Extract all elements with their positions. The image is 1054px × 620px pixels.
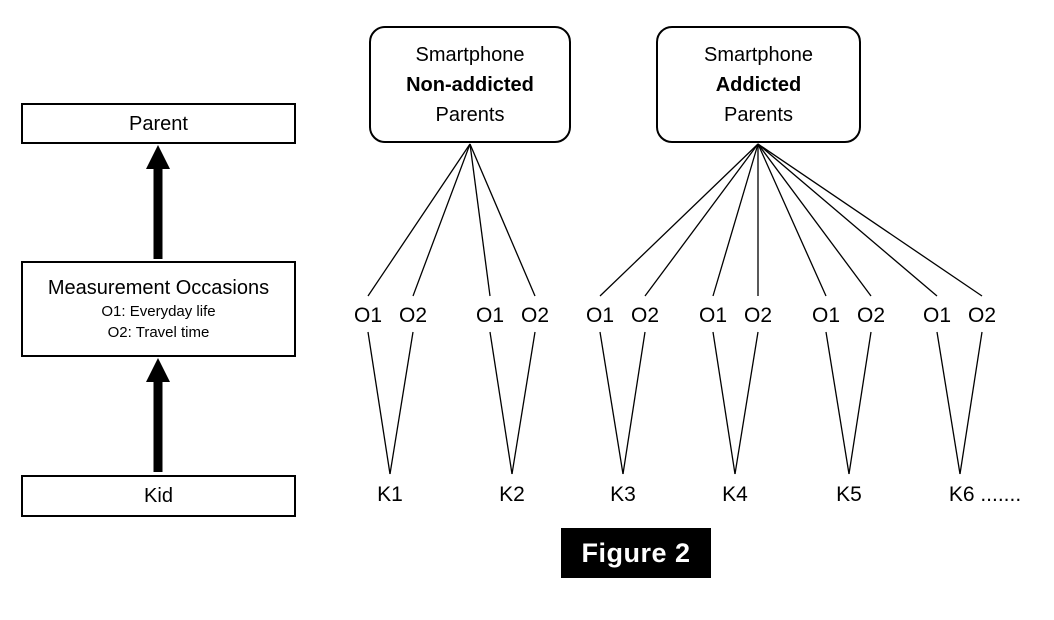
level-title-measurement-occasions: Measurement Occasions <box>47 277 270 299</box>
kid-label-k1: K1 <box>377 483 403 506</box>
group-line-smartphone-non-addicted: Smartphone <box>415 43 525 66</box>
occasion-label-k4-o2: O2 <box>743 304 773 327</box>
occasion-label-k2-o2: O2 <box>520 304 550 327</box>
group-line-status-addicted: Addicted <box>715 73 802 96</box>
level-title-parent: Parent <box>129 112 188 135</box>
kid-label-k5: K5 <box>836 483 862 506</box>
group-line-parents-addicted: Parents <box>724 103 793 126</box>
occasion-label-k5-o1: O1 <box>811 304 841 327</box>
figure-caption: Figure 2 <box>561 528 711 578</box>
level-box-parent: Parent <box>21 103 296 144</box>
kid-label-k2: K2 <box>499 483 525 506</box>
v-connectors-kids <box>367 331 983 475</box>
group-line-smartphone-addicted: Smartphone <box>704 43 813 66</box>
level-box-kid: Kid <box>21 475 296 517</box>
level-subline-o2: O2: Travel time <box>107 324 210 341</box>
occasion-label-k5-o2: O2 <box>856 304 886 327</box>
kid-label-k4: K4 <box>722 483 748 506</box>
occasion-label-k6-o1: O1 <box>922 304 952 327</box>
fan-lines-non-addicted <box>367 143 536 297</box>
level-box-measurement-occasions: Measurement Occasions O1: Everyday life … <box>21 261 296 357</box>
group-box-non-addicted: Smartphone Non-addicted Parents <box>369 26 571 143</box>
fan-lines-addicted <box>599 143 983 297</box>
group-box-addicted: Smartphone Addicted Parents <box>656 26 861 143</box>
kid-label-k6: K6 ....... <box>948 483 1022 506</box>
occasion-label-k4-o1: O1 <box>698 304 728 327</box>
occasion-label-k2-o1: O1 <box>475 304 505 327</box>
occasion-label-k3-o2: O2 <box>630 304 660 327</box>
group-line-parents-non-addicted: Parents <box>435 103 505 126</box>
arrow-kid-to-occasions <box>146 358 170 472</box>
arrow-occasions-to-parent <box>146 145 170 259</box>
occasion-label-k1-o1: O1 <box>353 304 383 327</box>
group-line-status-non-addicted: Non-addicted <box>406 73 534 96</box>
occasion-label-k3-o1: O1 <box>585 304 615 327</box>
level-title-kid: Kid <box>144 485 173 507</box>
level-subline-o1: O1: Everyday life <box>101 303 216 320</box>
occasion-label-k6-o2: O2 <box>967 304 997 327</box>
occasion-label-k1-o2: O2 <box>398 304 428 327</box>
kid-label-k3: K3 <box>610 483 636 506</box>
